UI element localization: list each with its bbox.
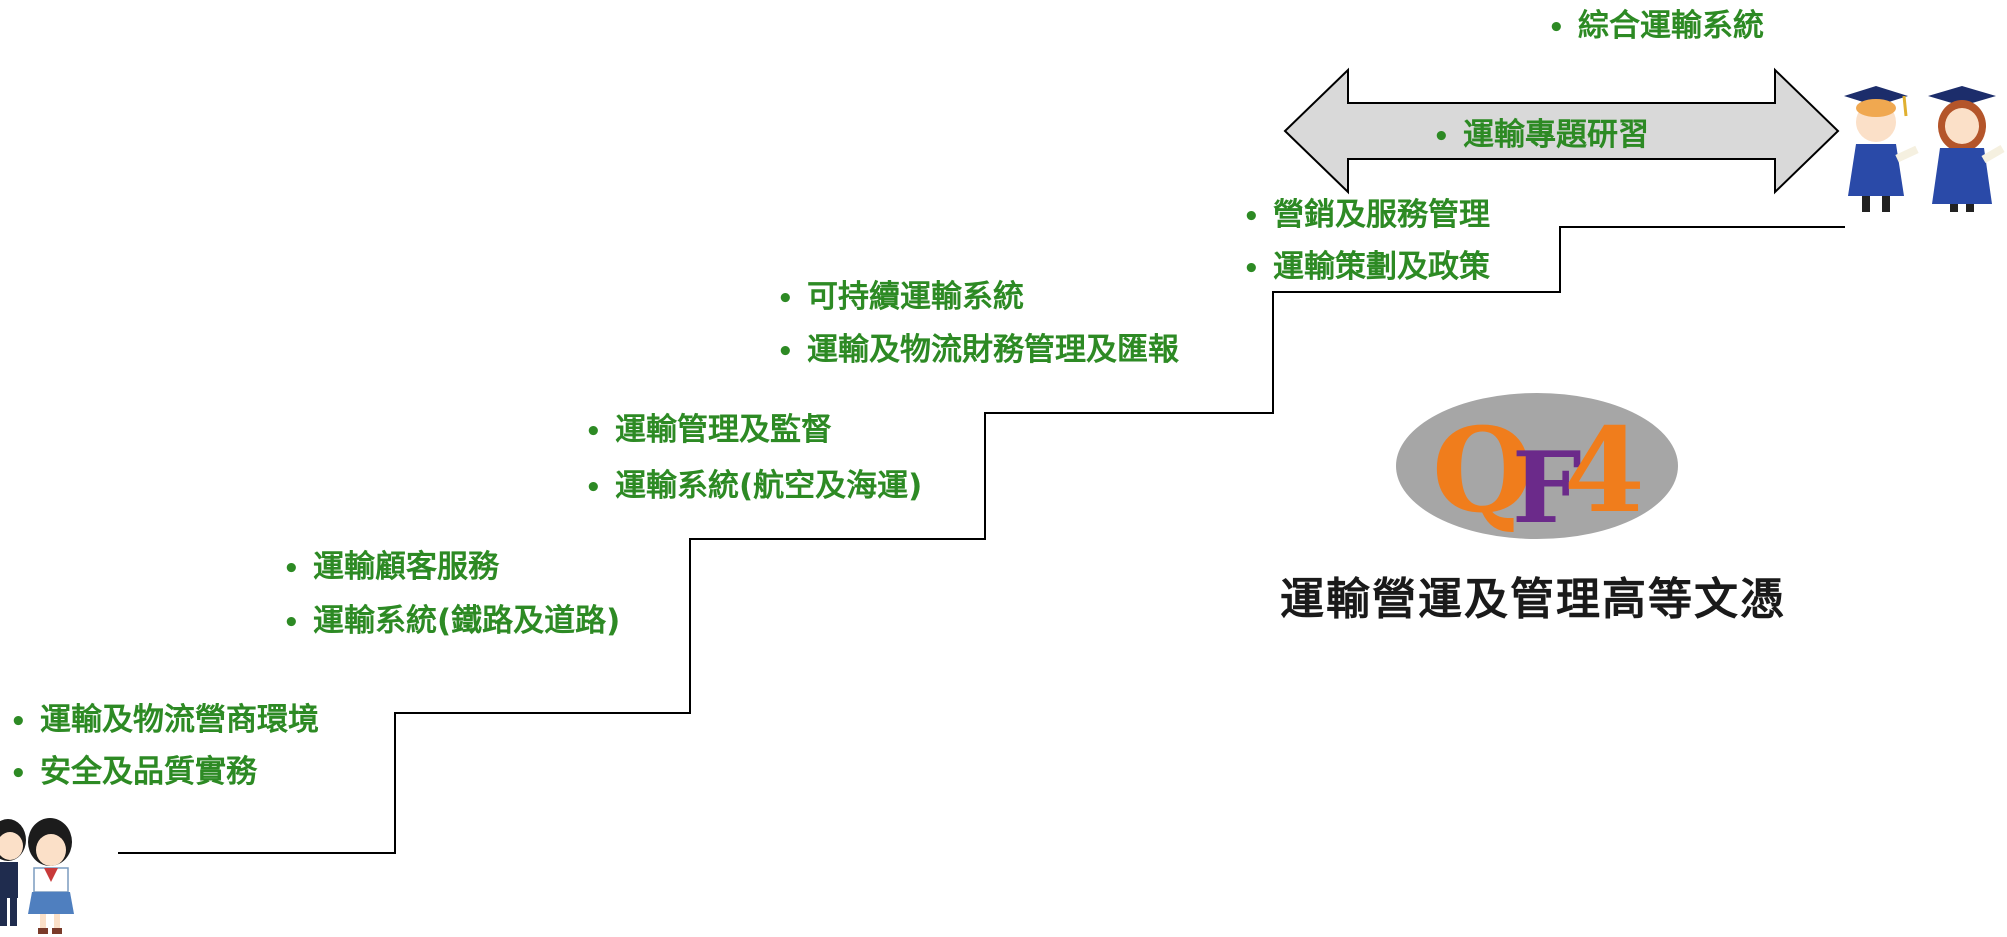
- course-label: 運輸專題研習: [1463, 117, 1649, 153]
- course-item: • 運輸及物流營商環境: [10, 700, 319, 742]
- staircase-line: [118, 226, 1845, 854]
- bullet-icon: •: [283, 554, 300, 584]
- course-label: 運輸及物流營商環境: [40, 702, 319, 738]
- bullet-icon: •: [1548, 13, 1565, 43]
- course-label: 運輸及物流財務管理及匯報: [807, 332, 1179, 368]
- course-item: • 可持續運輸系統: [777, 277, 1024, 319]
- course-label: 營銷及服務管理: [1273, 197, 1490, 233]
- course-item: • 運輸及物流財務管理及匯報: [777, 330, 1179, 372]
- logo-f: F: [1512, 431, 1582, 546]
- course-item: • 營銷及服務管理: [1243, 195, 1490, 237]
- course-item: • 運輸管理及監督: [585, 410, 832, 452]
- course-label: 運輸系統(鐵路及道路): [313, 603, 621, 639]
- bullet-icon: •: [10, 707, 27, 737]
- course-item: • 綜合運輸系統: [1548, 6, 1764, 48]
- bullet-icon: •: [585, 473, 602, 503]
- bullet-icon: •: [1433, 122, 1450, 152]
- course-item: • 運輸策劃及政策: [1243, 247, 1490, 289]
- students-uniform-icon: [0, 818, 74, 934]
- course-label: 運輸系統(航空及海運): [615, 468, 923, 504]
- course-label: 安全及品質實務: [40, 754, 257, 790]
- course-label: 運輸策劃及政策: [1273, 249, 1490, 285]
- course-item: • 運輸顧客服務: [283, 547, 499, 589]
- bullet-icon: •: [777, 337, 794, 367]
- bullet-icon: •: [1243, 254, 1260, 284]
- graduates-icon: [1844, 86, 2005, 212]
- course-label: 綜合運輸系統: [1578, 8, 1764, 44]
- qf4-logo: Q F 4: [1396, 393, 1678, 546]
- logo-q: Q: [1432, 403, 1533, 539]
- bullet-icon: •: [283, 608, 300, 638]
- logo-oval: [1396, 393, 1678, 539]
- bullet-icon: •: [10, 759, 27, 789]
- bullet-icon: •: [585, 417, 602, 447]
- logo-four: 4: [1564, 403, 1645, 539]
- course-label: 可持續運輸系統: [807, 279, 1024, 315]
- course-label: 運輸顧客服務: [313, 549, 499, 585]
- course-item: • 運輸系統(鐵路及道路): [283, 601, 620, 643]
- course-item: • 運輸專題研習: [1433, 115, 1649, 157]
- bullet-icon: •: [777, 284, 794, 314]
- course-item: • 運輸系統(航空及海運): [585, 466, 922, 508]
- course-item: • 安全及品質實務: [10, 752, 257, 794]
- bullet-icon: •: [1243, 202, 1260, 232]
- qualification-title: 運輸營運及管理高等文憑: [1280, 574, 1786, 625]
- double-arrow: [1283, 67, 1840, 195]
- course-label: 運輸管理及監督: [615, 412, 832, 448]
